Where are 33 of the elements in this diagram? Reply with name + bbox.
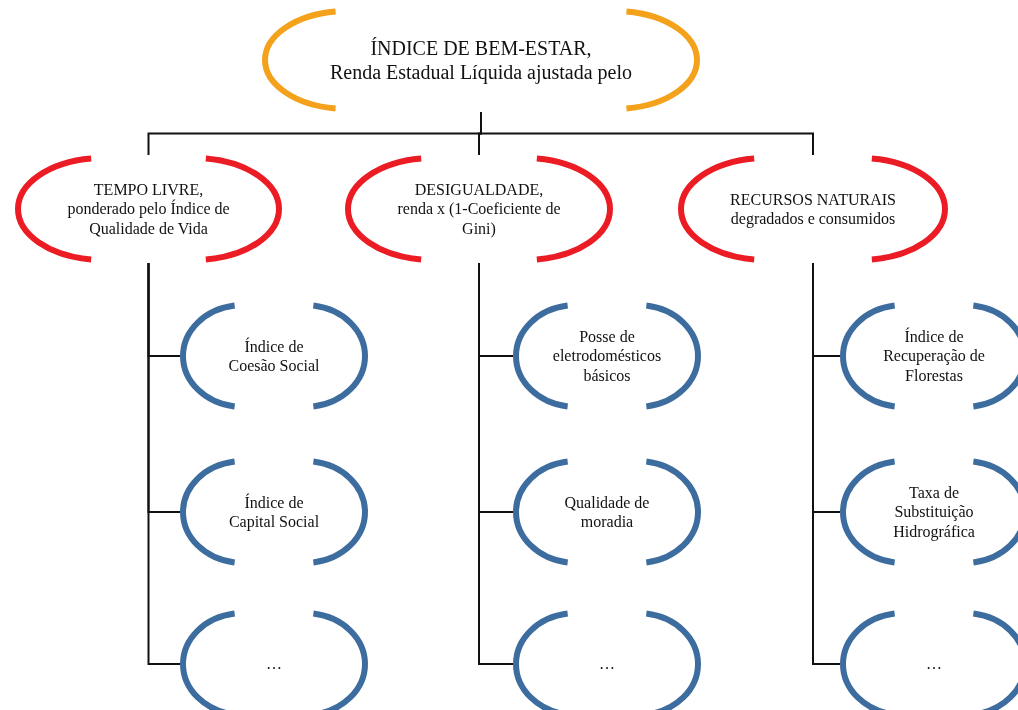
node-text: Qualidade de moradia [563,492,651,532]
connector-line [480,111,814,156]
node-text: Renda Estadual Líquida ajustada pelo [329,60,633,84]
node-text: ponderado pelo Índice de Qualidade de Vida [66,199,231,238]
connector-line [478,262,514,665]
indicator-bracket-node [180,458,368,566]
node-heading: DESIGUALDADE, [414,180,544,200]
category-bracket-node [15,155,282,263]
node-text: Taxa de Substituição Hidrográfica [892,483,976,541]
connector-line [812,262,841,665]
node-text: … [599,654,615,674]
indicator-bracket-node [840,610,1018,710]
indicator-bracket-node [513,302,701,410]
node-text: Índice de Capital Social [227,492,321,532]
indicator-bracket-node [513,610,701,710]
node-text: Índice de Coesão Social [227,336,321,376]
node-text: … [266,654,282,674]
node-text: RECURSOS NATURAIS degradados e consumidos [729,189,897,229]
node-text: Posse de eletrodomésticos básicos [551,327,663,385]
indicator-bracket-node [840,458,1018,566]
node-heading: TEMPO LIVRE, [93,180,204,199]
category-bracket-node [345,155,613,263]
node-text: … [926,654,942,674]
indicator-bracket-node [513,458,701,566]
title-bracket-node [262,8,700,112]
category-bracket-node [678,155,948,263]
indicator-bracket-node [840,302,1018,410]
connector-line [147,262,181,665]
indicator-bracket-node [180,302,368,410]
node-text: renda x (1-Coeficiente de Gini) [396,199,562,238]
indicator-bracket-node [180,610,368,710]
node-text: Índice de Recuperação de Florestas [882,327,986,385]
node-heading: ÍNDICE DE BEM-ESTAR, [370,36,592,60]
